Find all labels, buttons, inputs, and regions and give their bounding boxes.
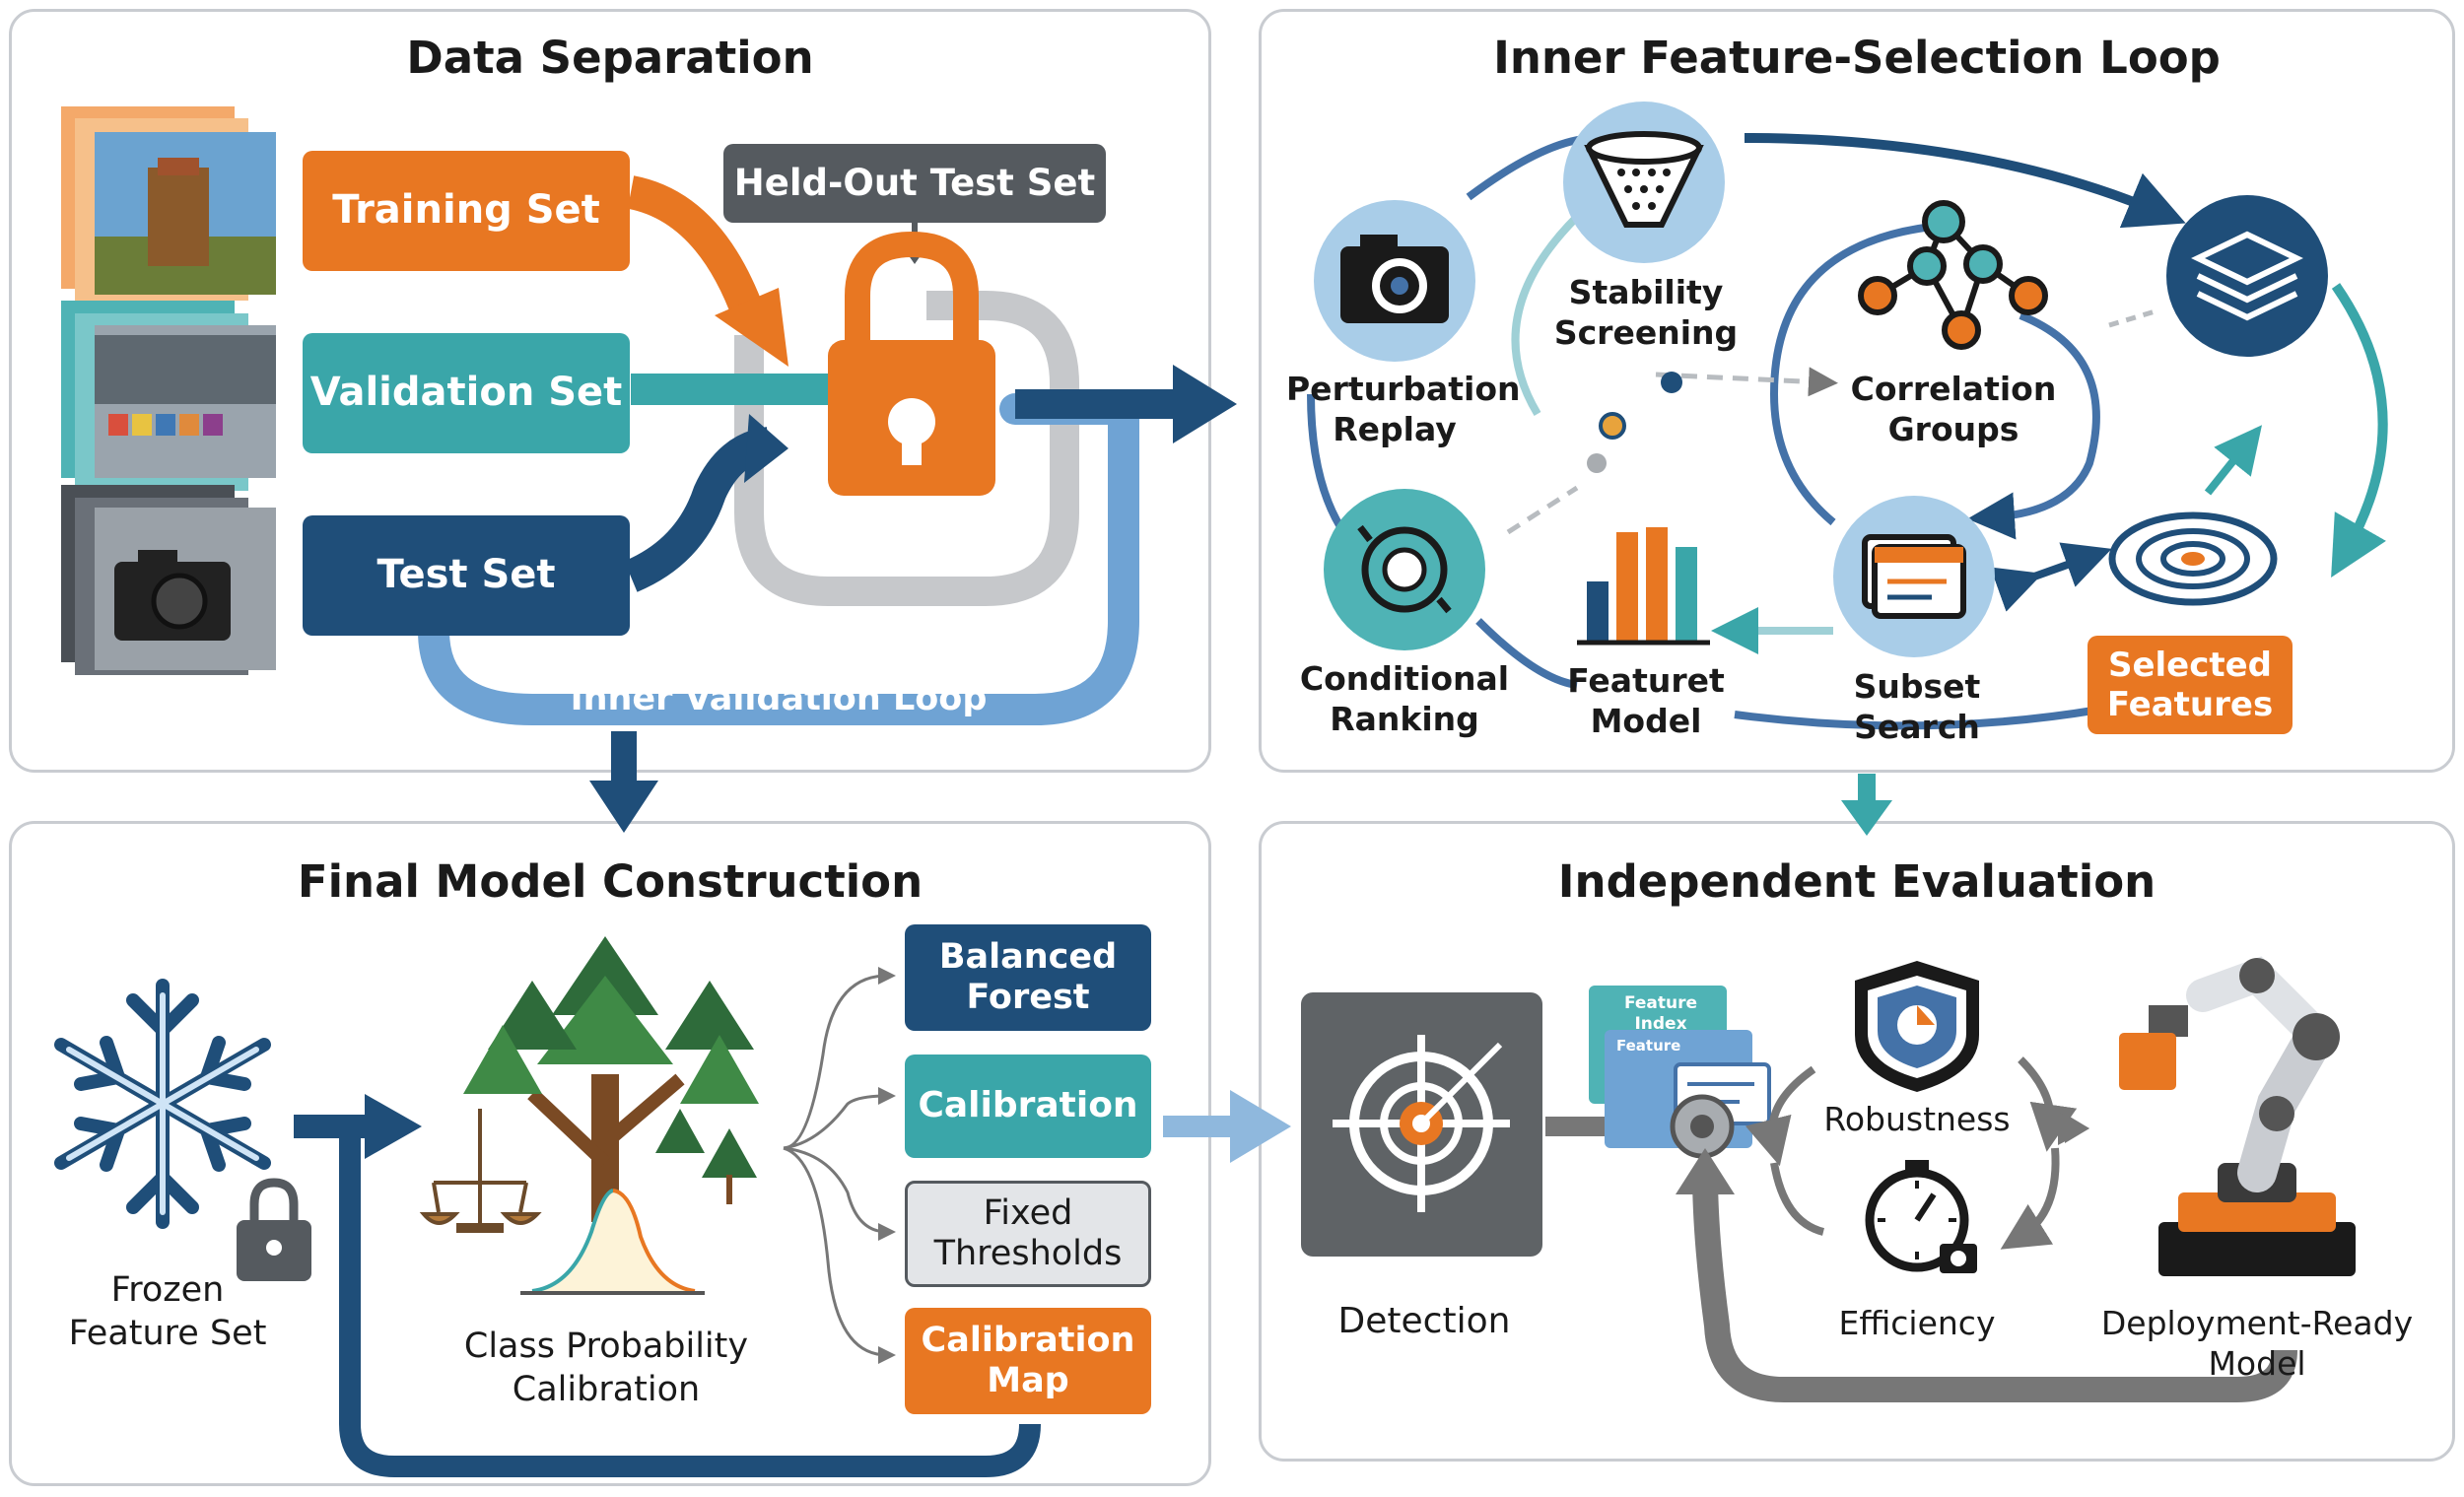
efficiency-label: Efficiency [1838,1304,1996,1342]
training-set-box: Training Set [303,151,630,271]
photo-stack-icon [61,485,276,675]
padlock-icon [828,231,995,496]
crosshair-icon [1301,992,1542,1257]
selected-features-box: Selected Features [2088,636,2293,734]
panel-title: Final Model Construction [297,855,924,908]
photo-stack-icon [61,301,276,491]
inner-validation-loop-label: Inner Validation Loop [570,679,988,718]
deployment-ready-model-label: Deployment-Ready Model [2100,1304,2414,1384]
bell-curve-icon [520,1189,705,1295]
stopwatch-icon [1865,1160,1977,1273]
padlock-icon [237,1178,311,1281]
window-stack-icon [1833,496,1995,657]
correlation-groups-label: Correlation Groups [1850,370,2057,449]
class-probability-calibration-label: Class Probability Calibration [463,1327,749,1409]
forest-icon [463,936,759,1222]
network-icon [1858,200,2048,350]
subset-search-label: Subset Search [1853,667,1981,747]
feature-index-card-label: Feature Index [1623,993,1698,1035]
calibration-box: Calibration [905,1055,1151,1158]
frozen-feature-set-label: Frozen Feature Set [68,1270,267,1353]
validation-set-box: Validation Set [303,333,630,453]
panel-title: Independent Evaluation [1557,855,2156,908]
layers-icon [2166,195,2328,357]
snowflake-icon [66,992,259,1215]
panel-title: Data Separation [406,32,814,84]
scales-icon [419,1109,542,1233]
camera-icon [1314,200,1475,362]
robot-arm-icon [2119,956,2356,1276]
balanced-forest-box: Balanced Forest [905,924,1151,1031]
feature-card-label: Feature [1616,1037,1681,1055]
stability-screening-label: Stability Screening [1553,273,1739,353]
detection-label: Detection [1337,1301,1511,1341]
bar-chart-icon [1577,527,1710,646]
conditional-ranking-label: Conditional Ranking [1299,659,1510,739]
held-out-test-set-box: Held-Out Test Set [723,144,1106,223]
robustness-label: Robustness [1823,1100,2011,1138]
shield-icon [1855,961,1979,1092]
target-rings-icon [2108,511,2278,606]
featuret-model-label: Featuret Model [1567,661,1725,741]
panel-title: Inner Feature-Selection Loop [1493,32,2221,84]
funnel-icon [1563,102,1725,263]
photo-stack-icon [61,106,276,301]
fixed-thresholds-box: Fixed Thresholds [905,1181,1151,1287]
calibration-map-box: Calibration Map [905,1308,1151,1414]
test-set-box: Test Set [303,515,630,636]
perturbation-replay-label: Perturbation Replay [1286,370,1521,449]
cycle-icon [1324,489,1485,650]
